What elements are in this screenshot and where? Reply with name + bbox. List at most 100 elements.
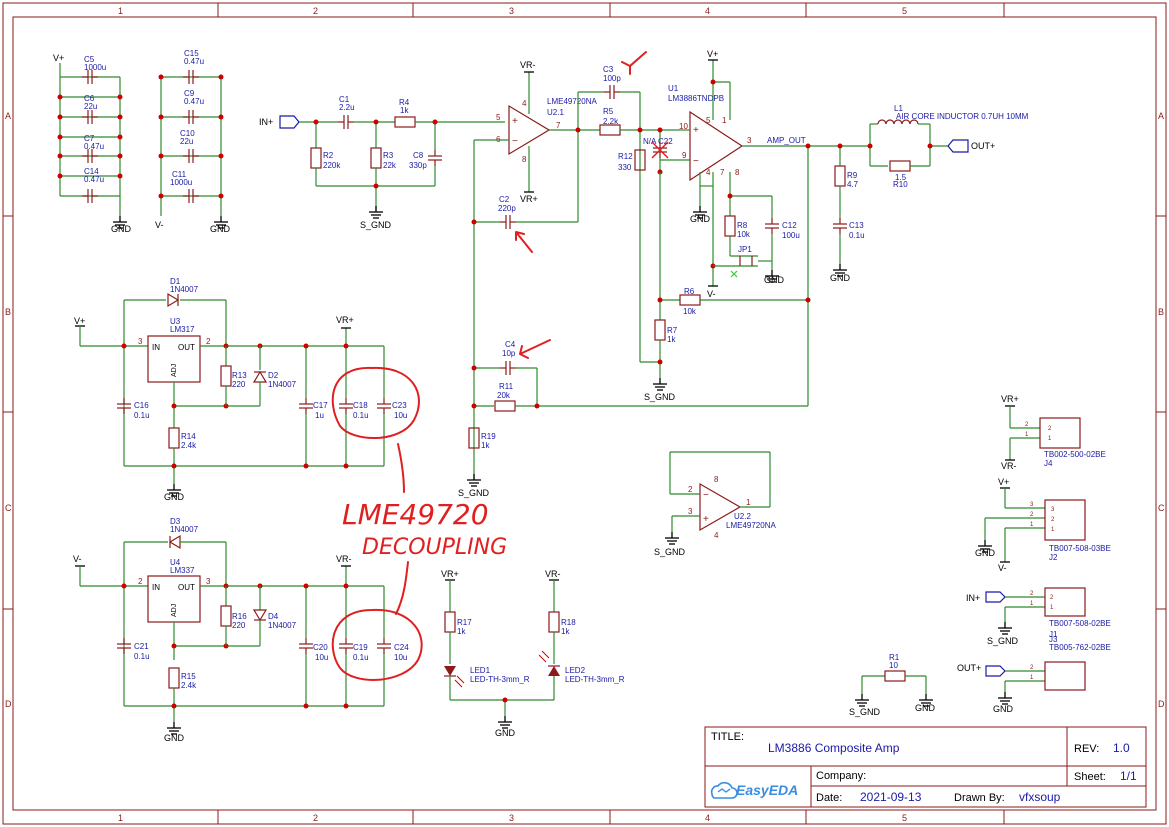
svg-text:2: 2 (1050, 595, 1054, 601)
frame-row-c-left: C (5, 503, 12, 513)
svg-text:C10: C10 (180, 129, 195, 138)
svg-text:0.47u: 0.47u (84, 142, 104, 151)
svg-text:R13: R13 (232, 371, 247, 380)
frame-col-3-top: 3 (509, 6, 514, 16)
u4-pin-out: OUT (178, 583, 195, 592)
capacitor-c10: C10 22u (180, 129, 200, 164)
svg-text:1: 1 (722, 116, 727, 125)
capacitor-c4: C4 10p (471, 340, 538, 406)
frame-row-b-left: B (5, 307, 11, 317)
net-label-gnd-led: GND (495, 728, 516, 738)
net-label-gnd-zobel: GND (830, 273, 851, 283)
inductor-l1: L1 AIR CORE INDUCTOR 0.7UH 10MM (869, 104, 1029, 166)
svg-text:10u: 10u (394, 653, 407, 662)
svg-text:R10: R10 (893, 180, 908, 189)
svg-text:R7: R7 (667, 326, 678, 335)
net-label-vplus: V+ (53, 53, 64, 63)
regulator-u4: U4 LM337 IN OUT ADJ 2 3 (138, 558, 211, 623)
capacitor-c2: C2 220p (471, 130, 579, 230)
svg-text:LM3886TNDPB: LM3886TNDPB (668, 94, 724, 103)
svg-text:0.1u: 0.1u (849, 231, 865, 240)
input-network: IN+ C1 2.2u R4 1k R2 220k R3 22k C8 330p… (259, 95, 505, 230)
j3-ref: J3 (1049, 635, 1058, 644)
net-label-gnd-r1: GND (915, 703, 936, 713)
svg-text:R4: R4 (399, 98, 410, 107)
svg-text:+: + (703, 514, 709, 525)
svg-text:N/A: N/A (643, 137, 657, 146)
net-label-vplus-j2: V+ (998, 477, 1009, 487)
svg-text:LED-TH-3mm_R: LED-TH-3mm_R (565, 675, 625, 684)
net-label-gnd-bank: GND (210, 224, 231, 234)
svg-text:LED2: LED2 (565, 666, 586, 675)
resistor-r8: R8 10k (724, 172, 772, 239)
svg-text:2: 2 (138, 577, 143, 586)
svg-text:2: 2 (688, 485, 693, 494)
svg-text:1: 1 (1030, 675, 1034, 681)
svg-text:10: 10 (889, 661, 898, 670)
frame-row-a-left: A (5, 111, 11, 121)
svg-text:2: 2 (1048, 426, 1052, 432)
resistor-r12: R12 330 (618, 149, 646, 172)
easyeda-logo-icon (710, 781, 738, 799)
net-label-gnd-j2: GND (975, 548, 996, 558)
svg-text:J2: J2 (1049, 553, 1058, 562)
frame-col-2-bottom: 2 (313, 813, 318, 823)
svg-text:3: 3 (138, 337, 143, 346)
frame-row-c-right: C (1158, 503, 1165, 513)
svg-text:D1: D1 (170, 277, 181, 286)
capacitor-c15: C15 0.47u (182, 49, 204, 85)
svg-text:LME49720NA: LME49720NA (547, 97, 597, 106)
svg-text:2: 2 (206, 337, 211, 346)
led-indicators: VR+ R17 1k LED1 LED-TH-3mm_R VR- R18 1k … (441, 569, 625, 738)
svg-text:R16: R16 (232, 612, 247, 621)
svg-text:1u: 1u (315, 411, 324, 420)
net-label-sgnd-j1: S_GND (987, 636, 1019, 646)
svg-text:3: 3 (688, 507, 693, 516)
u4-pin-in: IN (152, 583, 160, 592)
led1: LED1 LED-TH-3mm_R (444, 666, 530, 688)
svg-text:JP1: JP1 (738, 245, 752, 254)
resistor-r15: R15 2.4k (168, 667, 197, 690)
svg-text:4: 4 (706, 168, 711, 177)
svg-text:0.47u: 0.47u (84, 175, 104, 184)
svg-text:4.7: 4.7 (847, 180, 859, 189)
u3-pin-out: OUT (178, 343, 195, 352)
svg-text:22u: 22u (84, 102, 97, 111)
svg-text:1k: 1k (481, 441, 490, 450)
svg-text:−: − (512, 136, 518, 147)
svg-text:C16: C16 (134, 401, 149, 410)
capacitor-c7: C7 0.47u (81, 134, 104, 164)
svg-text:R2: R2 (323, 151, 334, 160)
net-label-gnd-reg1: GND (164, 492, 185, 502)
port-label-out-plus-j3: OUT+ (957, 663, 981, 673)
svg-text:1N4007: 1N4007 (268, 621, 297, 630)
svg-text:U3: U3 (170, 317, 181, 326)
svg-text:1000u: 1000u (84, 63, 106, 72)
annotation-line2: DECOUPLING (362, 535, 507, 560)
capacitor-c18: C18 0.1u (338, 397, 369, 420)
svg-text:R5: R5 (603, 107, 614, 116)
resistor-r18: R18 1k (548, 611, 576, 636)
red-annotations: LME49720 DECOUPLING (331, 51, 647, 681)
net-label-gnd-j3: GND (993, 704, 1014, 714)
rev-label: REV: (1074, 743, 1099, 755)
u3-pin-adj: ADJ (171, 364, 178, 377)
svg-text:7: 7 (720, 168, 725, 177)
capacitor-c5: C5 1000u (81, 55, 106, 85)
svg-text:220k: 220k (323, 161, 341, 170)
svg-text:8: 8 (522, 155, 527, 164)
svg-text:C12: C12 (782, 221, 797, 230)
frame-row-a-right: A (1158, 111, 1164, 121)
svg-text:R11: R11 (499, 382, 514, 391)
frame-row-d-left: D (5, 699, 12, 709)
svg-text:10k: 10k (683, 307, 697, 316)
sheet-value: 1/1 (1120, 769, 1137, 783)
c22-ref: C22 (658, 137, 673, 146)
svg-text:100u: 100u (782, 231, 800, 240)
svg-text:TB007-508-02BE: TB007-508-02BE (1049, 619, 1111, 628)
svg-text:R15: R15 (181, 672, 196, 681)
svg-text:C20: C20 (313, 643, 328, 652)
net-label-vrplus-led: VR+ (441, 569, 459, 579)
resistor-r17: R17 1k (444, 611, 472, 636)
svg-text:100p: 100p (603, 74, 621, 83)
